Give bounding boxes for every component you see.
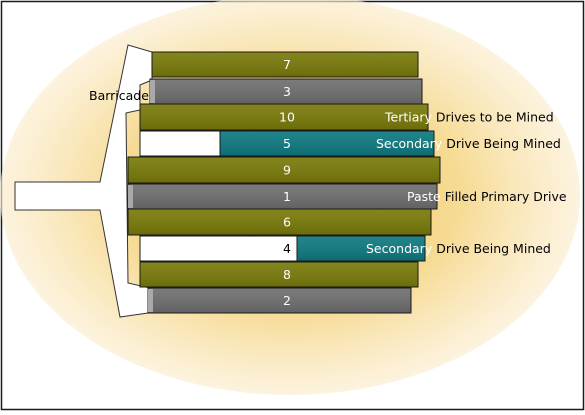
drive-3: 3: [149, 78, 423, 105]
caption-lead-word: Paste: [407, 189, 445, 204]
caption-rest: Drive Being Mined: [436, 241, 551, 256]
drive-bar-shading: [152, 52, 418, 77]
drive-number: 7: [283, 57, 291, 72]
caption-rest: Filled Primary Drive: [445, 189, 567, 204]
caption-lead-word: Tertiary: [384, 110, 436, 125]
drive-number: 5: [283, 136, 291, 151]
drive-bar-shading: [148, 288, 411, 313]
drive-number: 8: [283, 267, 291, 282]
drive-number: 9: [283, 163, 291, 178]
barricade-label: Barricade: [89, 88, 149, 103]
drive-2: 2: [147, 287, 412, 314]
drive-6: 6: [127, 208, 432, 236]
drive-bar-shading: [150, 79, 422, 104]
drive-number: 1: [283, 189, 291, 204]
drive-bar-shading: [220, 131, 434, 156]
caption-rest: Drive Being Mined: [446, 136, 561, 151]
drive-bar-bevel: [150, 80, 155, 103]
drive-number: 10: [279, 110, 295, 125]
open-drive-section: [139, 235, 298, 262]
drive-bar-bevel: [148, 289, 153, 312]
drive-number: 2: [283, 293, 291, 308]
drive-caption: Secondary Drive Being Mined: [366, 241, 551, 256]
drive-bar-shading: [128, 209, 431, 235]
drive-4: 4 Secondary Drive Being Mined: [139, 235, 551, 262]
barricade-access-tunnel: [14, 44, 153, 318]
drive-caption: Tertiary Drives to be Mined: [384, 110, 554, 125]
drive-caption: Paste Filled Primary Drive: [407, 189, 567, 204]
drive-bar-shading: [128, 184, 437, 209]
drive-bar-shading: [297, 236, 425, 261]
drive-number: 6: [283, 215, 291, 230]
drive-8: 8: [139, 261, 419, 288]
drive-number: 3: [283, 84, 291, 99]
drive-bar-shading: [128, 157, 440, 183]
drive-bar-bevel: [128, 185, 133, 208]
drive-9: 9: [127, 156, 441, 184]
caption-lead-word: Secondary: [376, 136, 446, 151]
caption-rest: Drives to be Mined: [436, 110, 554, 125]
drive-7: 7: [151, 51, 419, 78]
drive-5: 5 Secondary Drive Being Mined: [139, 130, 561, 157]
open-drive-section: [139, 130, 221, 157]
drive-bar-shading: [140, 104, 428, 130]
caption-lead-word: Secondary: [366, 241, 436, 256]
drive-number: 4: [283, 241, 291, 256]
drive-10: 10 Tertiary Drives to be Mined: [139, 103, 554, 131]
drive-caption: Secondary Drive Being Mined: [376, 136, 561, 151]
drive-1: 1 Paste Filled Primary Drive: [127, 183, 567, 210]
drive-bar-shading: [140, 262, 418, 287]
